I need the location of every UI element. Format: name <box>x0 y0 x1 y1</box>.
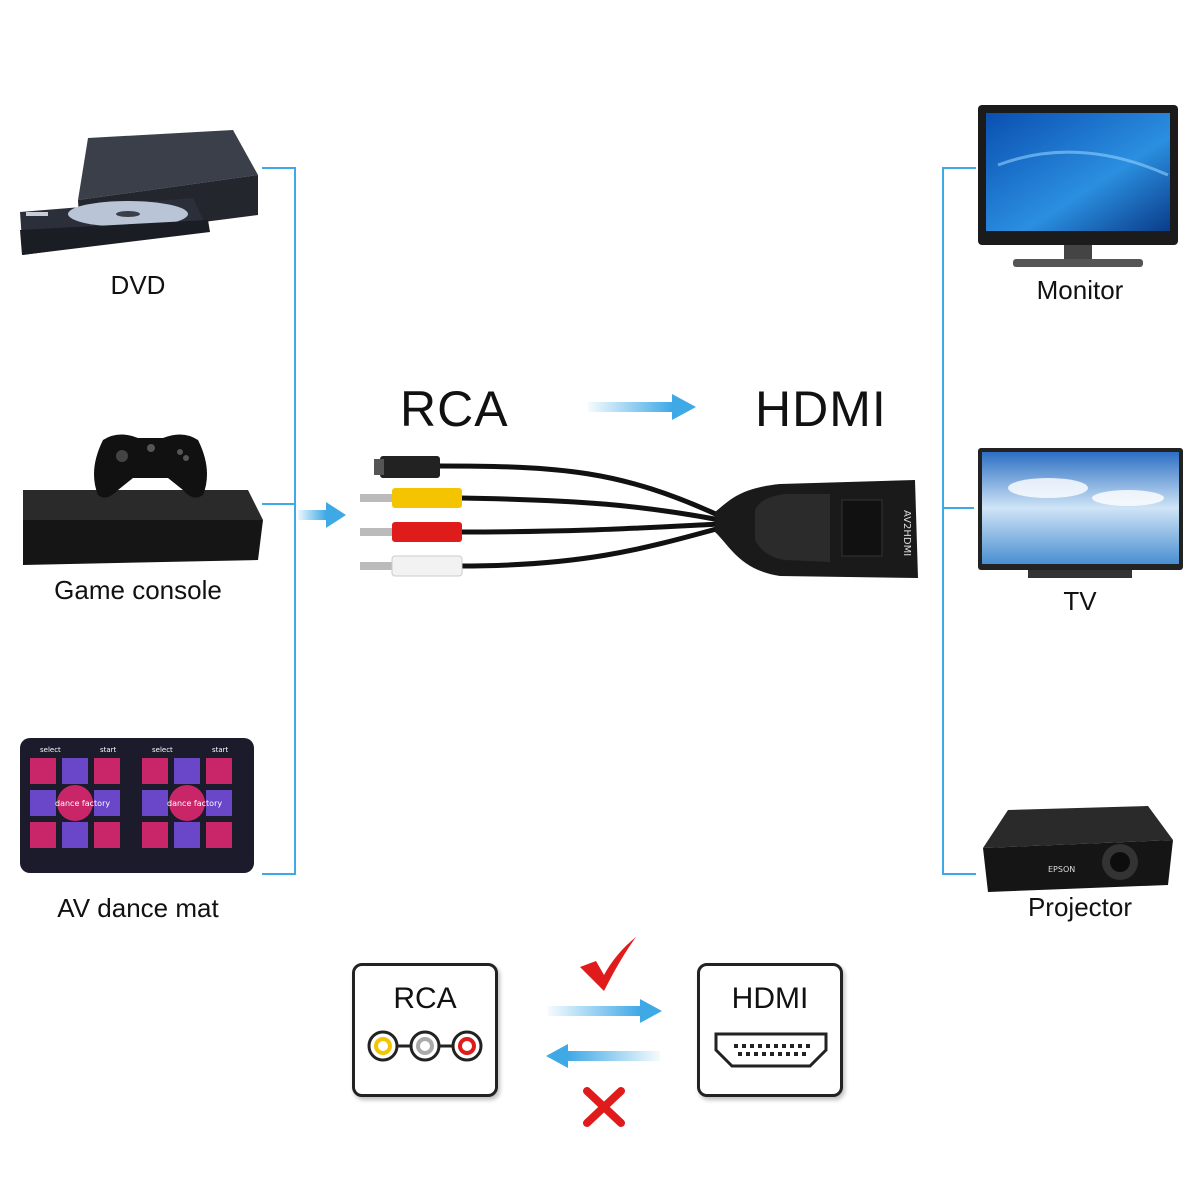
monitor-label: Monitor <box>1036 275 1124 305</box>
cross-icon <box>583 1087 625 1127</box>
monitor-item: Monitor <box>960 105 1200 305</box>
left-bracket <box>262 167 296 875</box>
mat-select-text: select <box>40 746 61 754</box>
rca-box-title: RCA <box>393 982 457 1015</box>
projector-label: Projector <box>1027 892 1133 922</box>
tv-icon <box>978 448 1183 578</box>
mat-logo-text-2: dance factory <box>167 799 222 808</box>
monitor-icon <box>978 105 1178 267</box>
mat-start-text: start <box>100 746 117 754</box>
mat-start-text-2: start <box>212 746 229 754</box>
dvd-item: DVD <box>18 120 268 300</box>
tv-label: TV <box>1063 586 1097 616</box>
right-bracket <box>942 167 976 875</box>
right-bracket-mid <box>942 507 974 509</box>
projector-icon: EPSON <box>983 806 1173 892</box>
rca-hdmi-cable-icon: AV2HDMI <box>360 456 918 578</box>
game-console-item: Game console <box>18 430 268 610</box>
tv-item: TV <box>960 448 1200 623</box>
hdmi-box-title: HDMI <box>731 982 809 1015</box>
input-arrow-icon <box>298 502 346 528</box>
conversion-arrow-icon <box>588 394 696 420</box>
hdmi-box: HDMI <box>697 963 843 1097</box>
check-icon <box>580 937 636 991</box>
dance-mat-item: select select start start dance factory … <box>18 728 268 923</box>
projector-item: EPSON Projector <box>960 800 1200 925</box>
reverse-arrow-icon <box>546 1044 660 1068</box>
dance-mat-label: AV dance mat <box>57 893 219 923</box>
game-console-label: Game console <box>54 575 222 605</box>
rca-title: RCA <box>400 381 509 437</box>
mat-logo-text: dance factory <box>55 799 110 808</box>
game-console-icon <box>23 434 263 565</box>
rca-connectors-icon <box>367 1030 483 1062</box>
hdmi-port-icon <box>714 1032 828 1068</box>
rca-box: RCA <box>352 963 498 1097</box>
dvd-label: DVD <box>110 270 166 300</box>
dance-mat-icon: select select start start dance factory … <box>20 738 254 873</box>
forward-arrow-icon <box>548 999 662 1023</box>
left-bracket-mid <box>262 503 294 505</box>
converter-device-text: AV2HDMI <box>901 510 912 556</box>
mat-select-text-2: select <box>152 746 173 754</box>
projector-brand: EPSON <box>1048 865 1075 874</box>
dvd-drive-icon <box>20 130 258 255</box>
hdmi-title: HDMI <box>755 381 887 437</box>
